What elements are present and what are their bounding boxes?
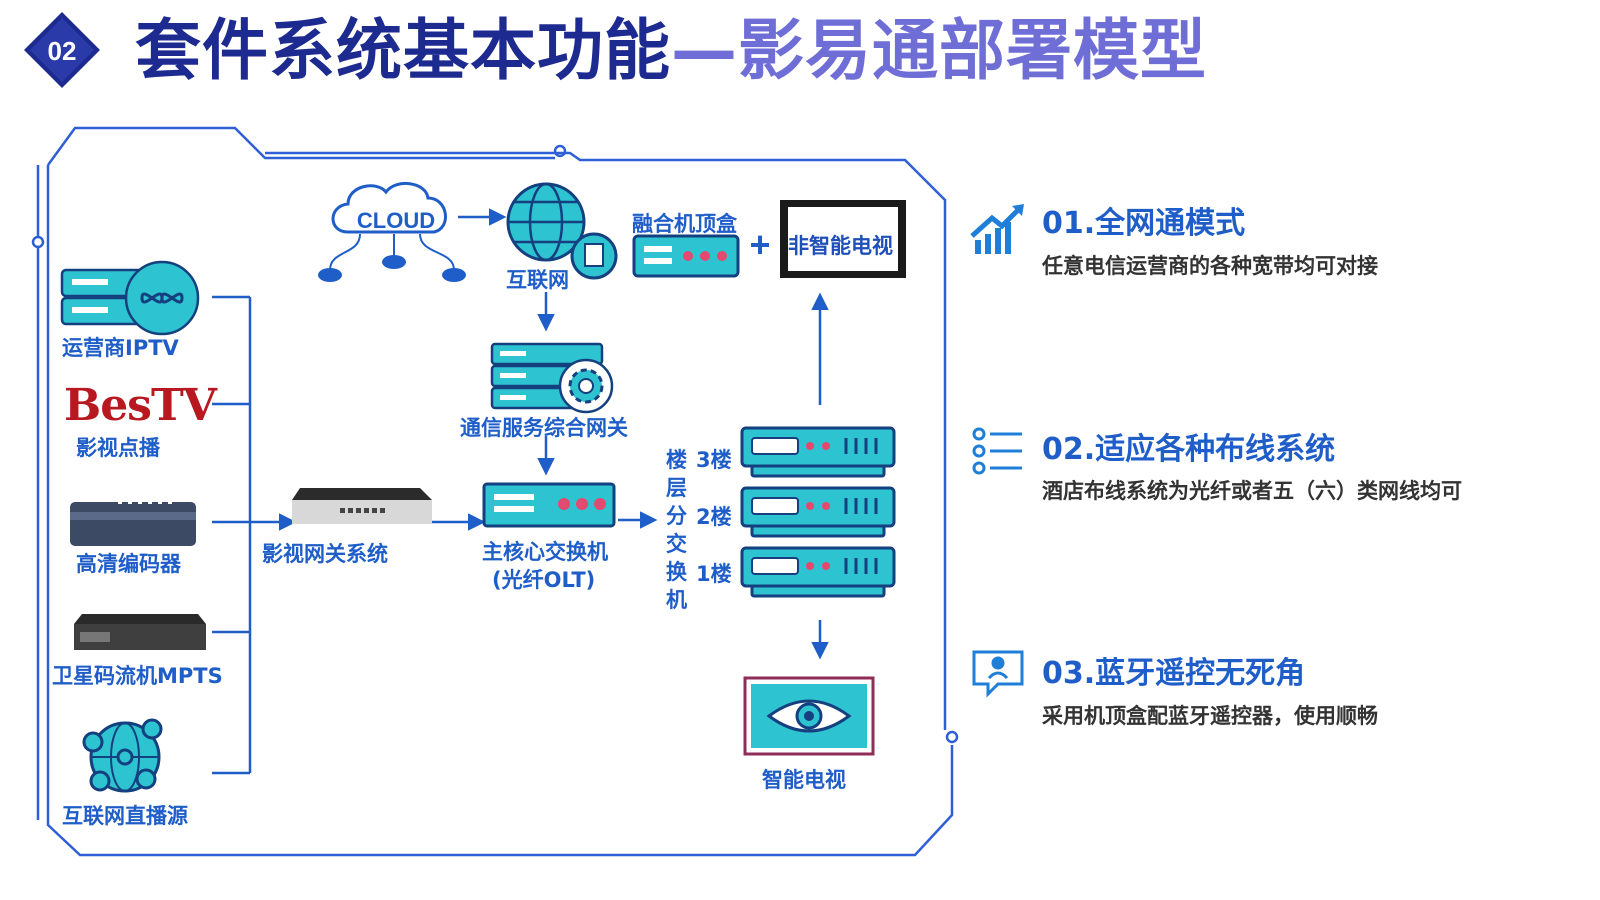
bestv-logo: BesTV xyxy=(64,380,217,431)
non-smart-tv-label: 非智能电视 xyxy=(788,234,893,258)
chart-growth-icon xyxy=(970,204,1024,254)
iptv-server-icon xyxy=(60,260,200,336)
source-bracket xyxy=(212,295,252,775)
fusion-stb-icon xyxy=(632,234,740,278)
smart-tv-label: 智能电视 xyxy=(762,768,846,792)
badge-number: 02 xyxy=(48,36,77,66)
source-iptv-label: 运营商IPTV xyxy=(62,336,179,360)
user-chat-icon xyxy=(972,650,1024,698)
core-switch-label-1: 主核心交换机 xyxy=(482,540,608,564)
plus-icon: + xyxy=(749,224,770,265)
internet-label: 互联网 xyxy=(506,268,569,292)
non-smart-tv-icon xyxy=(780,200,906,278)
cloud-icon xyxy=(318,182,466,282)
satellite-stream-icon xyxy=(74,614,206,650)
cloud-label: CLOUD xyxy=(357,208,435,233)
fusion-stb-label: 融合机顶盒 xyxy=(632,212,737,236)
source-bestv-label: 影视点播 xyxy=(76,436,160,460)
encoder-icon xyxy=(70,496,196,546)
source-satellite-label: 卫星码流机MPTS xyxy=(52,664,223,688)
video-gateway-label: 影视网关系统 xyxy=(262,542,388,566)
feature-3-desc: 采用机顶盒配蓝牙遥控器，使用顺畅 xyxy=(1042,704,1378,728)
comm-gateway-icon xyxy=(490,342,614,414)
floor-switch-label: 楼 层 分 交 换 机 xyxy=(666,448,687,612)
diagram-frame xyxy=(31,126,959,857)
list-icon xyxy=(972,427,1022,475)
globe-network-icon xyxy=(82,718,163,793)
section-badge: 02 xyxy=(24,12,100,88)
core-switch-label-2: (光纤OLT) xyxy=(492,568,596,592)
source-encoder-label: 高清编码器 xyxy=(76,552,181,576)
feature-1-desc: 任意电信运营商的各种宽带均可对接 xyxy=(1042,254,1378,278)
feature-1-title: 01.全网通模式 xyxy=(1042,206,1246,241)
floor-1-label: 1楼 xyxy=(696,562,732,586)
internet-globe-icon xyxy=(506,182,618,280)
gateway-label: 通信服务综合网关 xyxy=(460,416,628,440)
floor-2-label: 2楼 xyxy=(696,505,732,529)
feature-3-title: 03.蓝牙遥控无死角 xyxy=(1042,656,1306,691)
feature-2-title: 02.适应各种布线系统 xyxy=(1042,432,1336,467)
video-gateway-device-icon xyxy=(292,488,432,524)
floor-3-label: 3楼 xyxy=(696,448,732,472)
feature-2-desc: 酒店布线系统为光纤或者五（六）类网线均可 xyxy=(1042,479,1462,503)
smart-tv-icon xyxy=(743,676,875,756)
page-title: 套件系统基本功能—影易通部署模型 xyxy=(135,6,1207,96)
title-sub: —影易通部署模型 xyxy=(671,12,1207,89)
title-main: 套件系统基本功能 xyxy=(135,12,671,89)
core-switch-icon xyxy=(482,482,616,528)
source-internet-live-label: 互联网直播源 xyxy=(62,804,188,828)
